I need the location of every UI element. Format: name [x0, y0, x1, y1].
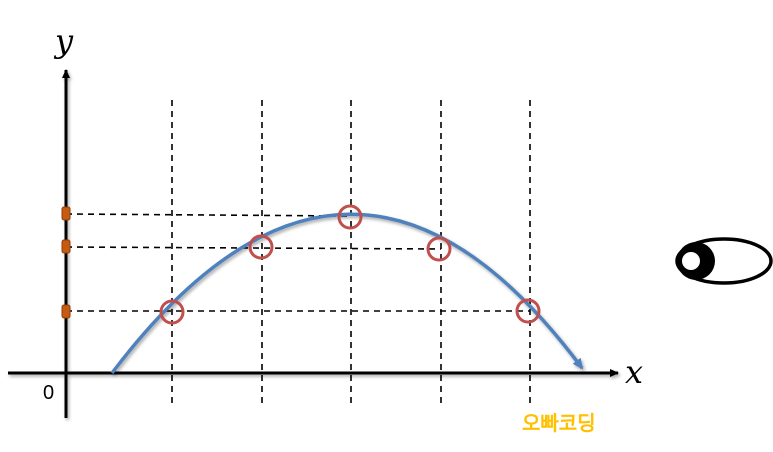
horizontal-projection-lines — [65, 213, 530, 312]
sample-point — [159, 299, 185, 325]
projection-line — [65, 246, 442, 250]
vertical-guide-lines — [171, 100, 531, 405]
origin-label: 0 — [43, 382, 54, 404]
sample-point — [337, 204, 363, 230]
y-tick-marker — [61, 304, 71, 319]
projection-line — [65, 213, 352, 217]
axes — [8, 69, 619, 418]
eye-icon — [675, 237, 773, 285]
y-tick-marker — [61, 239, 71, 254]
sample-point — [515, 298, 541, 324]
sample-points — [159, 204, 541, 325]
eye-highlight — [682, 252, 700, 270]
x-axis-label: x — [625, 353, 643, 391]
y-axis-label: y — [53, 22, 74, 60]
sample-point — [426, 236, 452, 262]
parabola-curve — [110, 212, 584, 375]
y-tick-marker — [61, 206, 71, 221]
watermark-text: 오빠코딩 — [522, 411, 596, 435]
y-tick-markers — [61, 206, 71, 319]
sample-point — [248, 234, 274, 260]
